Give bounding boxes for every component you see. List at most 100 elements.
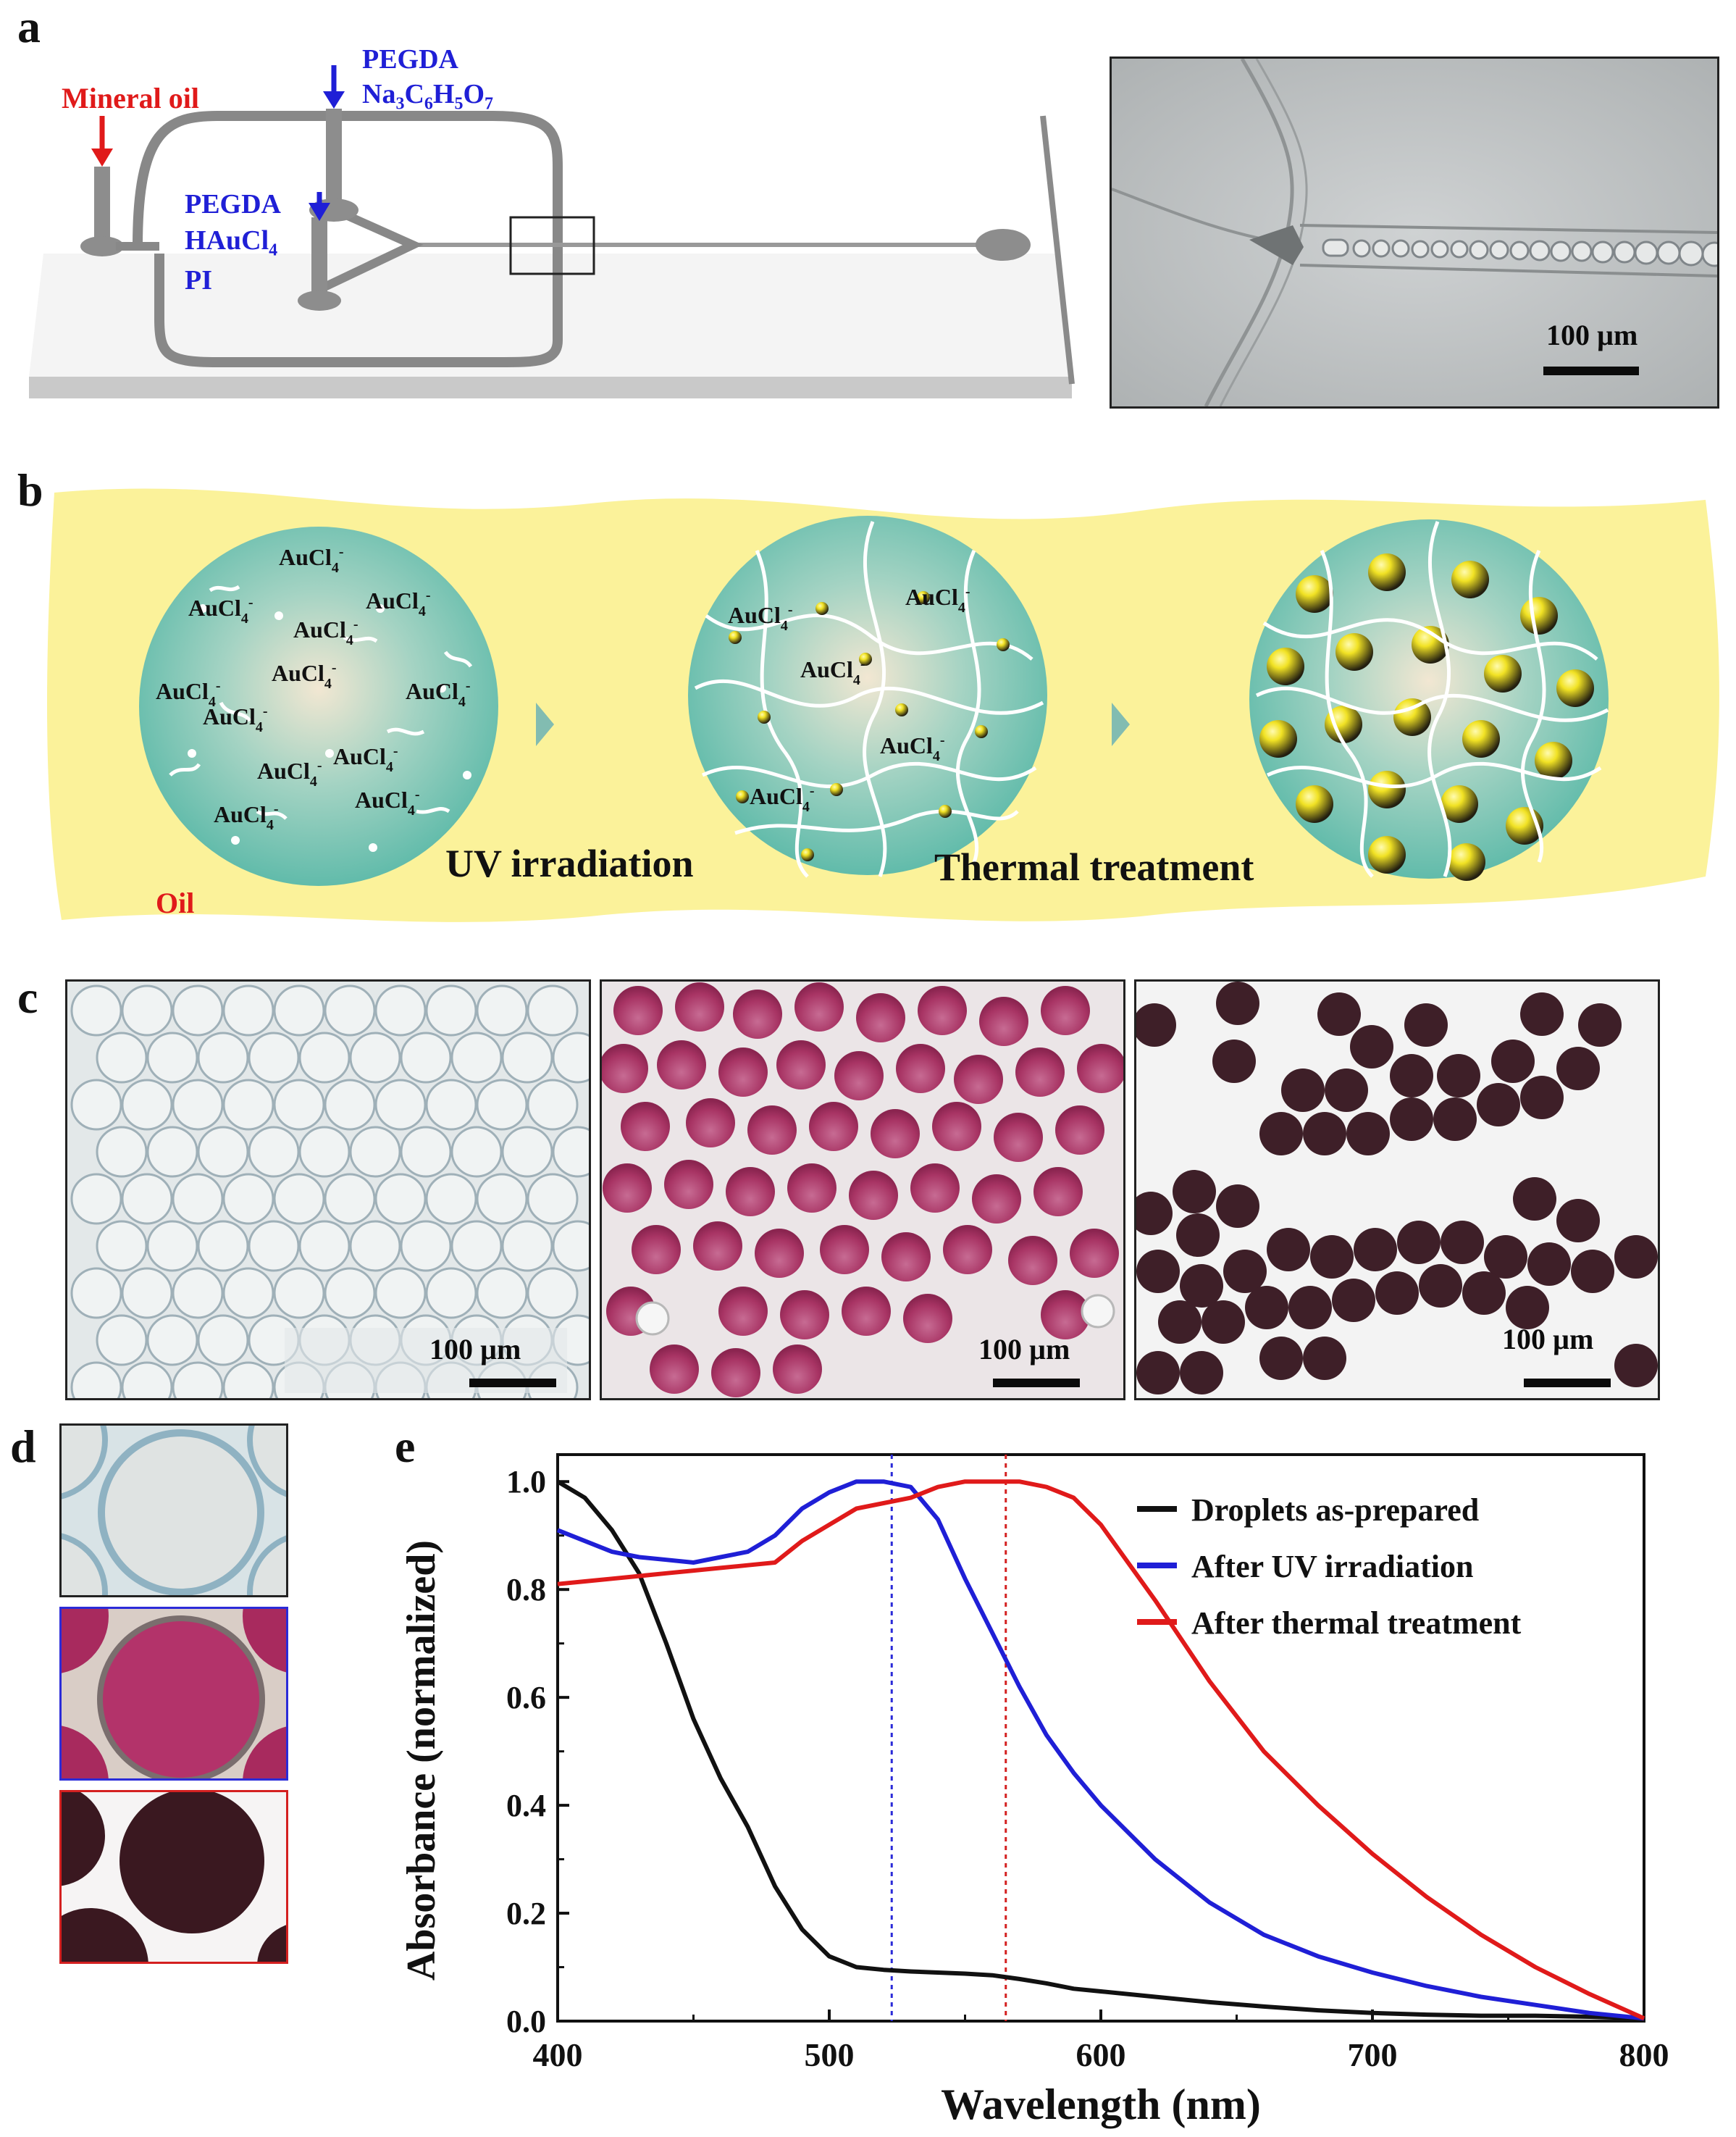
series-3-point [774, 1562, 776, 1563]
series-1-point [910, 1970, 911, 1972]
step-arrow-1 [536, 703, 554, 746]
series-2-point [991, 1632, 993, 1634]
series-3-point [991, 1481, 993, 1482]
series-2-point [1535, 2004, 1536, 2006]
y-tick-label: 0.6 [506, 1680, 546, 1715]
microfluidic-chip-schematic: Mineral oil PEGDA Na3C6H5O7 PEGDA HAuCl4… [29, 43, 1094, 406]
micrograph-as-prepared: 100 µm [65, 979, 591, 1400]
mineral-oil-label: Mineral oil [62, 82, 199, 114]
thermal-step-label: Thermal treatment [934, 845, 1254, 889]
oil-inlet-tube [94, 167, 110, 246]
series-2-point [1372, 1972, 1373, 1973]
polymer-chains-free [169, 585, 473, 820]
y-tick-label: 1.0 [506, 1464, 546, 1500]
series-3-point [611, 1578, 613, 1579]
droplet-as-prepared [139, 527, 498, 886]
gold-nanoparticles [1259, 553, 1594, 881]
mid-inlet-label-2: HAuCl4 [185, 225, 278, 260]
zoom-after-thermal [59, 1790, 288, 1964]
polymer-network-uv [694, 521, 1044, 878]
panel-letter-e: e [395, 1421, 416, 1472]
chip-drawing [29, 65, 1075, 398]
droplet-after-uv [688, 516, 1047, 875]
y-axis-label: Absorbance (normalized) [399, 1540, 444, 1981]
series-1-point [584, 1497, 585, 1499]
series-line-2 [556, 1479, 1645, 2021]
micrograph-after-uv: 100 µm [600, 979, 1125, 1400]
outer-channel [133, 111, 563, 367]
series-1-point [1073, 1988, 1074, 1989]
y-tick-label: 0.0 [506, 2004, 546, 2039]
panel-letter-b: b [17, 464, 43, 516]
series-1-point [1317, 2010, 1319, 2011]
series-1-point [611, 1529, 613, 1531]
series-3-point [937, 1486, 939, 1488]
series-2-point [1480, 1996, 1482, 1997]
chip-base-edge [29, 377, 1072, 398]
series-1-point [693, 1718, 694, 1720]
small-gold-seeds [729, 591, 1010, 861]
panel-letter-d: d [10, 1421, 36, 1472]
x-tick-label: 400 [533, 2036, 583, 2073]
series-1-point [1535, 2015, 1536, 2017]
series-3-point [1019, 1481, 1020, 1482]
series-2-point [584, 1540, 585, 1542]
legend-label-2: After UV irradiation [1191, 1549, 1473, 1584]
oil-arrow-head [91, 149, 113, 167]
initiator-dots [188, 604, 471, 852]
junction-zoom-box [509, 216, 595, 275]
series-3-point [829, 1524, 830, 1526]
series-1-point [1263, 2006, 1265, 2007]
series-1-point [1480, 2015, 1482, 2017]
step-arrow-2 [1112, 703, 1130, 746]
series-1-point [829, 1956, 830, 1957]
chip-side-edge [1040, 115, 1075, 385]
series-2-point [1209, 1902, 1210, 1903]
mid-reagent-arrow-head [309, 203, 330, 221]
scale-label-c3: 100 µm [1502, 1323, 1594, 1355]
series-3-point [1154, 1599, 1156, 1601]
x-tick-label: 700 [1348, 2036, 1398, 2073]
series-3-point [1263, 1751, 1265, 1752]
top-inlet-label-1: PEGDA [362, 44, 458, 75]
series-3-point [1073, 1497, 1074, 1499]
y-tick-label: 0.4 [506, 1788, 546, 1823]
series-2-point [1317, 1956, 1319, 1957]
series-3-point [1643, 2017, 1645, 2019]
series-1-point [747, 1826, 748, 1828]
outlet-port [976, 229, 1031, 261]
mid-inlet-label-1: PEGDA [185, 189, 281, 219]
mid-inlet-label-3: PI [185, 265, 212, 296]
series-2-point [1154, 1859, 1156, 1860]
series-1-point [1154, 1996, 1156, 1997]
top-reagent-arrow-head [323, 91, 345, 109]
series-2-point [1019, 1686, 1020, 1687]
series-1-point [1019, 1978, 1020, 1980]
uv-step-label: UV irradiation [445, 842, 694, 885]
zoom-as-prepared [59, 1423, 288, 1597]
top-inlet-label-2: Na3C6H5O7 [362, 79, 494, 114]
oil-inlet-port [80, 236, 124, 256]
zoom-after-uv-drawing [62, 1609, 286, 1778]
series-3-point [1480, 1934, 1482, 1936]
scale-label-c1: 100 µm [429, 1333, 521, 1366]
mid-inlet-port [298, 290, 341, 311]
panel-letter-c: c [17, 971, 38, 1023]
uv-droplets-drawing [602, 982, 1123, 1398]
series-3-point [1100, 1524, 1102, 1526]
legend-label-1: Droplets as-prepared [1191, 1492, 1479, 1528]
panel-letter-a: a [17, 1, 41, 52]
top-inlet-tube [326, 109, 342, 210]
micrograph-drawing [1112, 59, 1717, 406]
series-line-3 [557, 1479, 1645, 2021]
series-1-point [666, 1643, 667, 1644]
droplet-generation-micrograph: 100 µm [1110, 57, 1719, 409]
micrograph-scale-label: 100 µm [1546, 319, 1638, 351]
x-axis-label: Wavelength (nm) [941, 2080, 1261, 2128]
series-line-1 [556, 1479, 1645, 2021]
as-prepared-droplets-drawing [67, 982, 589, 1398]
series-3-point [856, 1507, 857, 1509]
